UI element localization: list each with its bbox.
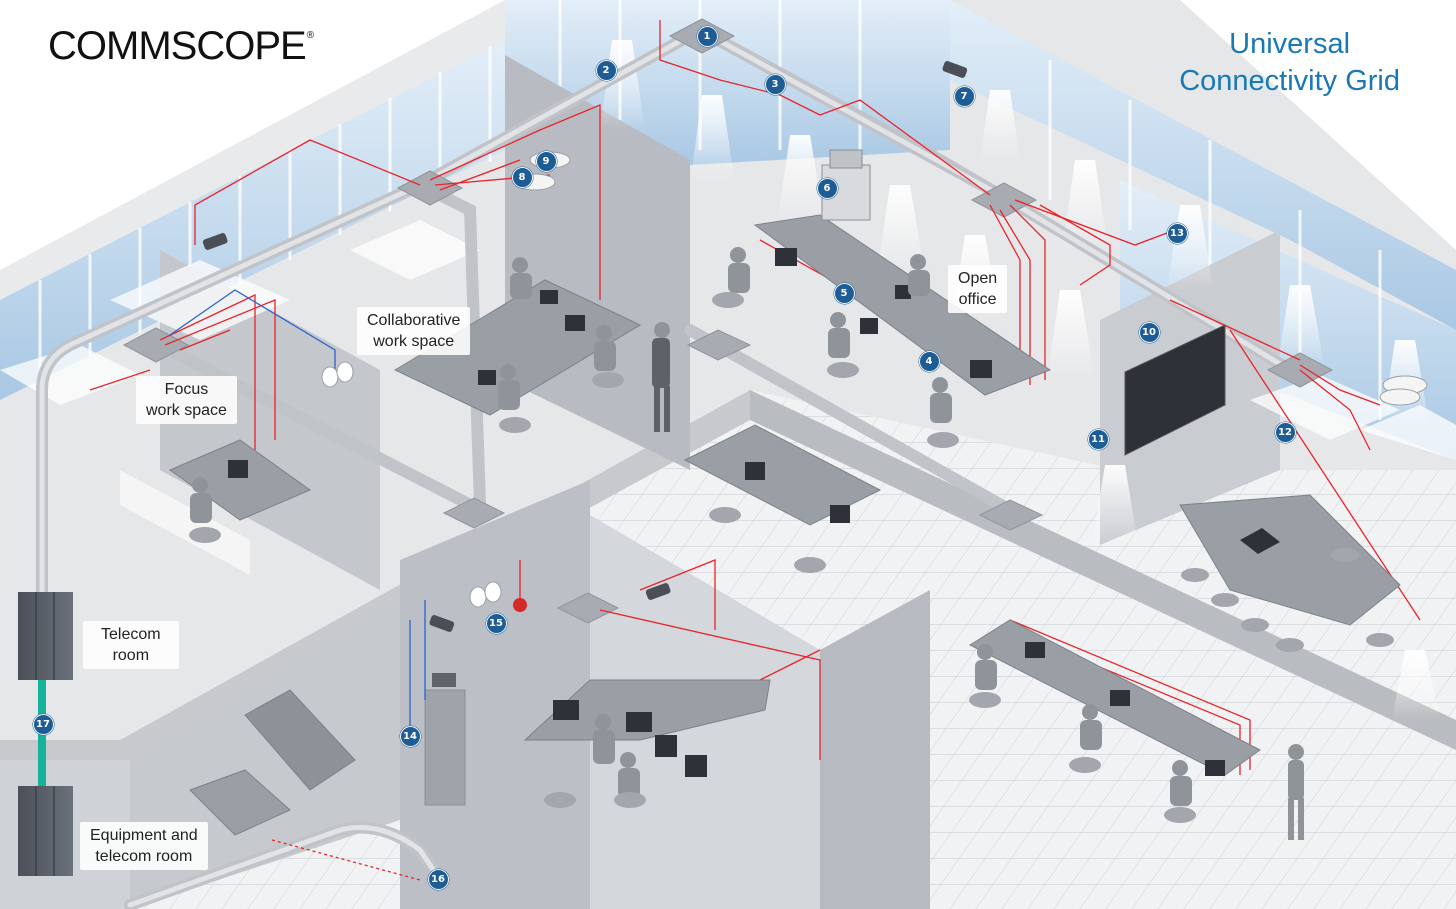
callout-10: 10 xyxy=(1138,321,1160,343)
callout-14: 14 xyxy=(399,725,421,747)
monitors xyxy=(228,248,1225,777)
slab-edge-right xyxy=(750,390,1456,750)
registered-mark: ® xyxy=(306,30,314,41)
callout-12: 12 xyxy=(1274,421,1296,443)
security-cameras xyxy=(202,61,968,632)
callout-16: 16 xyxy=(427,868,449,890)
blue-cabling xyxy=(169,289,426,730)
diagram-title: Universal Connectivity Grid xyxy=(1179,26,1400,100)
commscope-logo: COMMSCOPE® xyxy=(48,24,314,69)
ceiling-speakers xyxy=(321,361,502,608)
wall-display xyxy=(1124,324,1226,456)
chairs xyxy=(189,292,1394,823)
equipment-room-racks xyxy=(18,786,73,876)
logo-text: COMMSCOPE xyxy=(48,24,307,68)
callout-1: 1 xyxy=(696,25,718,47)
partition-wall-focus xyxy=(160,250,380,590)
label-open-office: Open office xyxy=(948,265,1008,313)
conference-phone xyxy=(1240,528,1280,554)
callout-9: 9 xyxy=(535,150,557,172)
label-collaborative-work-space: Collaborative work space xyxy=(357,307,471,355)
fire-alarm xyxy=(513,598,527,612)
callout-8: 8 xyxy=(511,166,533,188)
window-wall-left xyxy=(0,40,505,400)
desks-upper xyxy=(168,214,1401,626)
callout-17: 17 xyxy=(32,713,54,735)
telecom-room-racks xyxy=(18,592,73,680)
exit-sign xyxy=(432,673,456,687)
label-focus-work-space: Focus work space xyxy=(136,376,237,424)
title-line-1: Universal xyxy=(1229,28,1351,60)
riser-cable xyxy=(38,680,46,790)
title-line-2: Connectivity Grid xyxy=(1179,65,1400,97)
callout-5: 5 xyxy=(833,282,855,304)
callout-15: 15 xyxy=(485,612,507,634)
label-telecom-room: Telecom room xyxy=(83,621,179,669)
callout-11: 11 xyxy=(1087,428,1109,450)
callout-6: 6 xyxy=(816,177,838,199)
callout-4: 4 xyxy=(918,350,940,372)
callout-13: 13 xyxy=(1166,222,1188,244)
printer xyxy=(821,149,871,221)
people xyxy=(190,247,1304,840)
ceiling-lights xyxy=(0,220,1456,460)
callout-7: 7 xyxy=(953,85,975,107)
desks-lower xyxy=(189,424,1261,836)
door xyxy=(424,689,466,806)
label-equipment-telecom-room: Equipment and telecom room xyxy=(80,822,208,870)
callout-3: 3 xyxy=(764,73,786,95)
callout-2: 2 xyxy=(595,59,617,81)
